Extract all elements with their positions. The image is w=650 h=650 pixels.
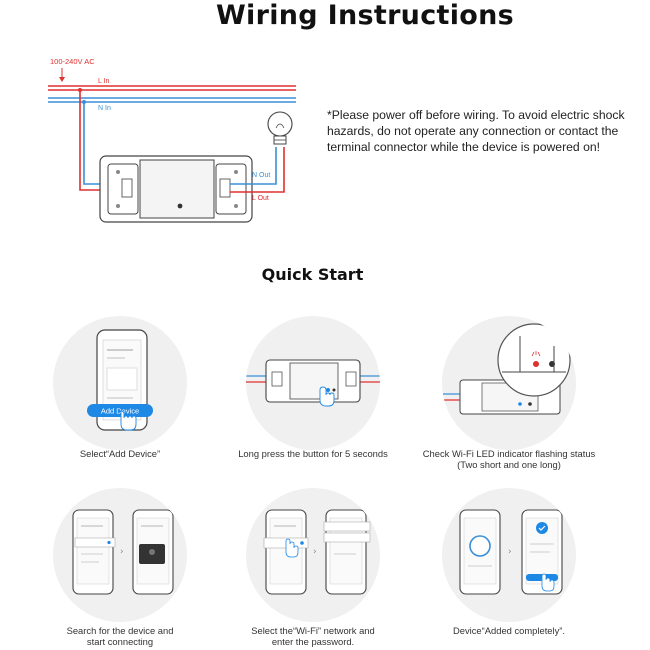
supply-label: 100-240V AC — [50, 57, 95, 66]
step-3-illustration — [442, 316, 576, 450]
step-4-illustration: › — [53, 488, 187, 622]
svg-text:Add Device: Add Device — [101, 407, 139, 416]
hand-pointer-icon — [319, 386, 335, 407]
wiring-diagram: 100-240V AC L In N In N Out L Out — [48, 57, 296, 223]
check-icon — [536, 522, 548, 534]
n-out-label: N Out — [252, 172, 270, 179]
page-title: Wiring Instructions — [215, 0, 515, 31]
step-2-caption: Long press the button for 5 seconds — [238, 448, 388, 459]
l-in-label: L In — [98, 78, 110, 85]
light-bulb-icon — [267, 111, 293, 145]
n-in-label: N In — [98, 105, 111, 112]
hand-pointer-icon — [285, 538, 299, 558]
step-3-caption: Check Wi-Fi LED indicator flashing statu… — [422, 448, 596, 470]
step-1-caption: Select“Add Device” — [79, 448, 161, 459]
led-zoom-icon — [497, 323, 571, 397]
step-6-caption: Device“Added completely”. — [452, 625, 566, 636]
add-device-button — [87, 404, 153, 417]
progress-ring-icon — [469, 535, 491, 557]
step-4-caption: Search for the device and start connecti… — [66, 625, 174, 647]
l-out-label: L Out — [252, 195, 269, 202]
safety-warning: *Please power off before wiring. To avoi… — [327, 108, 625, 154]
step-5-illustration: › — [246, 488, 380, 622]
step-1-illustration: Add Device — [53, 316, 187, 450]
hand-pointer-icon — [541, 573, 555, 592]
step-6-illustration: › — [442, 488, 576, 622]
hand-pointer-icon — [120, 410, 137, 431]
quick-start-title: Quick Start — [261, 265, 364, 284]
chevron-right-icon: › — [313, 547, 317, 557]
chevron-right-icon: › — [120, 547, 124, 557]
step-2-illustration — [246, 316, 380, 450]
step-5-caption: Select the“Wi-Fi” network and enter the … — [251, 625, 375, 647]
chevron-right-icon: › — [508, 547, 512, 557]
